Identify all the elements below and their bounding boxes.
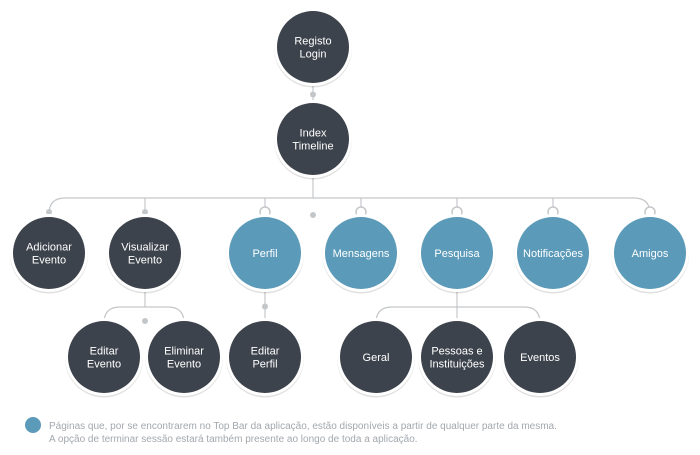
node-label: Pesquisa: [434, 248, 480, 260]
node-label: Login: [300, 49, 327, 61]
node-notificacoes: Notificações: [514, 214, 592, 294]
node-circle: [421, 321, 493, 393]
node-amigos: Amigos: [611, 214, 689, 294]
legend: Páginas que, por se encontrarem no Top B…: [25, 417, 557, 445]
connector-bar-visualizar-evento: [103, 306, 185, 324]
node-label: Registo: [294, 36, 331, 48]
node-eventos: Eventos: [501, 318, 579, 398]
node-label: Evento: [128, 255, 162, 267]
node-geral: Geral: [337, 318, 415, 398]
node-label: Instituições: [429, 359, 485, 371]
connector-dot: [262, 303, 268, 310]
node-label: Adicionar: [26, 242, 72, 254]
connector-bar-index-timeline: [48, 197, 651, 215]
connectors: [46, 86, 656, 324]
node-label: Eliminar: [164, 346, 204, 358]
node-label: Eventos: [520, 352, 560, 364]
node-label: Geral: [363, 352, 390, 364]
node-label: Perfil: [252, 248, 277, 260]
legend-blue-dot: [25, 417, 41, 433]
node-label: Pessoas e: [431, 346, 482, 358]
node-label: Mensagens: [333, 248, 390, 260]
legend-line-2: A opção de terminar sessão estará também…: [49, 434, 418, 445]
node-circle: [229, 321, 301, 393]
node-label: Visualizar: [121, 242, 169, 254]
node-circle: [13, 217, 85, 289]
node-circle: [109, 217, 181, 289]
node-circle: [229, 217, 301, 289]
node-label: Amigos: [632, 248, 669, 260]
node-circle: [614, 217, 686, 289]
node-circle: [340, 321, 412, 393]
node-label: Notificações: [523, 248, 583, 260]
node-mensagens: Mensagens: [322, 214, 400, 294]
connector-dot: [142, 209, 148, 215]
node-label: Editar: [90, 346, 119, 358]
node-circle: [504, 321, 576, 393]
node-circle: [148, 321, 220, 393]
node-label: Perfil: [252, 359, 277, 371]
node-label: Evento: [87, 359, 121, 371]
node-label: Editar: [251, 346, 280, 358]
connector-dot: [46, 209, 52, 215]
node-circle: [517, 217, 589, 289]
node-circle: [68, 321, 140, 393]
connector-dot: [310, 91, 316, 98]
node-label: Index: [300, 128, 327, 140]
node-circle: [277, 11, 349, 83]
legend-line-1: Páginas que, por se encontrarem no Top B…: [49, 421, 557, 432]
node-label: Evento: [32, 255, 66, 267]
node-circle: [421, 217, 493, 289]
node-perfil: Perfil: [226, 214, 304, 294]
node-pesquisa: Pesquisa: [418, 214, 496, 294]
connector-bar-pesquisa: [375, 306, 541, 324]
node-circle: [325, 217, 397, 289]
nodes: RegistoLoginIndexTimelineAdicionarEvento…: [10, 8, 689, 398]
connector-dot: [310, 212, 316, 218]
node-label: Evento: [167, 359, 201, 371]
node-label: Timeline: [292, 141, 333, 153]
node-circle: [277, 103, 349, 175]
connector-dot: [142, 318, 148, 324]
